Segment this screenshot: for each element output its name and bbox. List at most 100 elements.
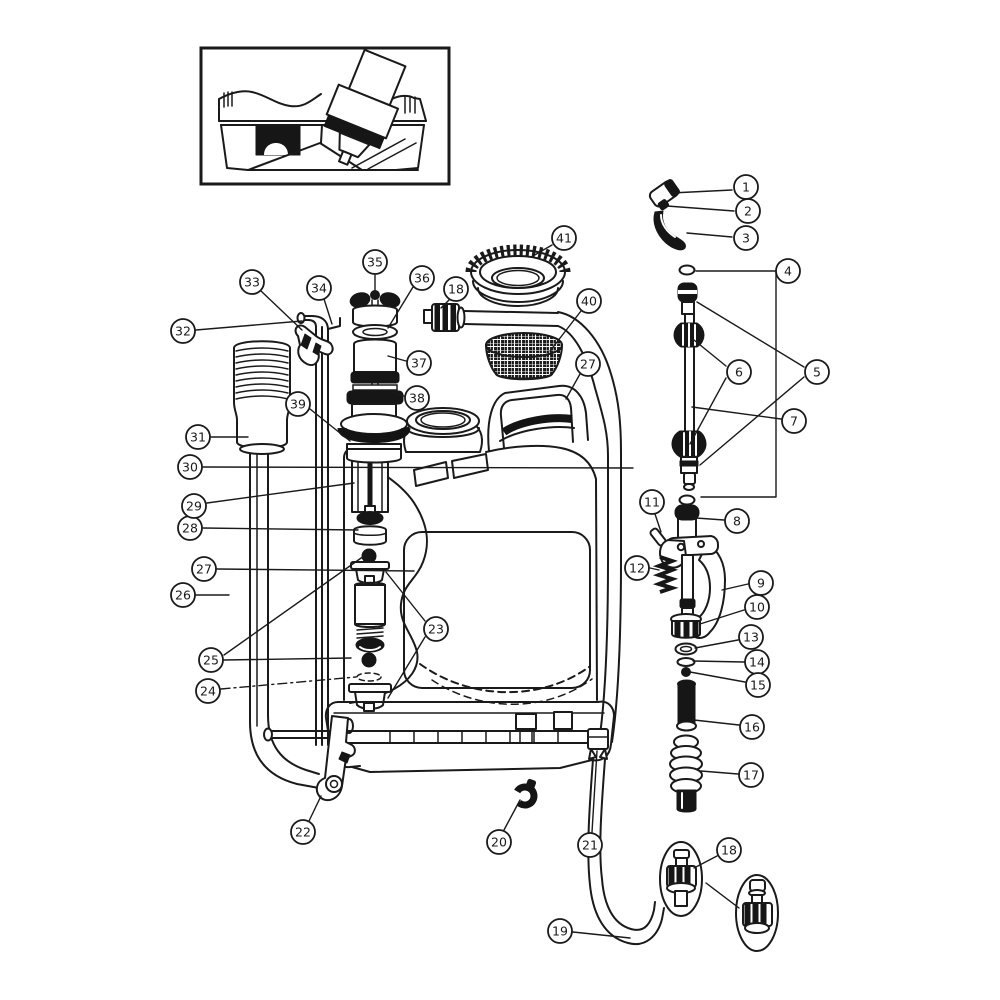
svg-text:35: 35 bbox=[367, 255, 383, 270]
callout-14: 14 bbox=[692, 649, 770, 675]
cylinder-cap bbox=[353, 338, 397, 373]
svg-text:29: 29 bbox=[186, 499, 202, 514]
strap-slots bbox=[413, 453, 489, 487]
valve-o-ring bbox=[674, 642, 698, 656]
piston-disc bbox=[356, 511, 384, 525]
svg-text:18: 18 bbox=[448, 282, 464, 297]
svg-text:38: 38 bbox=[409, 391, 425, 406]
svg-text:5: 5 bbox=[813, 365, 821, 380]
nozzle-parts bbox=[648, 179, 686, 251]
suction-hose bbox=[587, 758, 665, 946]
callout-33: 33 bbox=[239, 269, 303, 331]
valve-spring bbox=[652, 555, 679, 594]
callout-20: 20 bbox=[486, 799, 521, 855]
valve-ball-lower bbox=[361, 652, 377, 668]
pump-head-assembly bbox=[337, 290, 411, 464]
callout-19: 19 bbox=[547, 918, 631, 944]
lever-bracket bbox=[315, 715, 356, 802]
hose-clamp bbox=[587, 728, 609, 760]
valve-washer bbox=[676, 657, 696, 667]
callout-34: 34 bbox=[306, 275, 333, 325]
callout-32: 32 bbox=[170, 318, 303, 344]
svg-text:10: 10 bbox=[749, 600, 765, 615]
callout-9: 9 bbox=[721, 570, 774, 596]
svg-text:33: 33 bbox=[244, 275, 260, 290]
callout-27a: 27 bbox=[191, 556, 415, 582]
callout-30: 30 bbox=[177, 454, 634, 480]
internal-pump-cylinder bbox=[348, 448, 392, 712]
callout-18a: 18 bbox=[440, 276, 469, 309]
svg-text:15: 15 bbox=[750, 678, 766, 693]
svg-text:21: 21 bbox=[582, 838, 598, 853]
hose-fitting-inset-2 bbox=[735, 874, 779, 952]
callout-15: 15 bbox=[689, 671, 771, 698]
svg-text:19: 19 bbox=[552, 924, 568, 939]
svg-text:24: 24 bbox=[200, 684, 216, 699]
filter-tube bbox=[677, 684, 696, 725]
head-washer bbox=[352, 324, 398, 340]
callout-5: 5 bbox=[696, 301, 830, 466]
svg-text:32: 32 bbox=[175, 324, 191, 339]
callout-17: 17 bbox=[700, 762, 764, 788]
svg-text:14: 14 bbox=[749, 655, 765, 670]
valve-coil-spring bbox=[669, 734, 703, 813]
lever-grip bbox=[233, 340, 291, 449]
valve-seat-upper bbox=[350, 561, 390, 584]
retainer-clip bbox=[512, 778, 538, 809]
callout-16: 16 bbox=[693, 714, 765, 740]
svg-text:39: 39 bbox=[290, 397, 306, 412]
callout-6: 6 bbox=[689, 339, 752, 445]
svg-text:40: 40 bbox=[581, 294, 597, 309]
callout-36: 36 bbox=[387, 265, 435, 329]
callout-25: 25 bbox=[198, 555, 365, 673]
callout-31: 31 bbox=[185, 424, 249, 450]
svg-text:20: 20 bbox=[491, 835, 507, 850]
svg-text:30: 30 bbox=[182, 460, 198, 475]
callout-37: 37 bbox=[387, 350, 432, 376]
hose-fitting-inset-1 bbox=[659, 841, 703, 917]
svg-text:8: 8 bbox=[733, 514, 741, 529]
inset-pump-head bbox=[323, 48, 407, 166]
o-ring-bottom bbox=[678, 494, 696, 506]
front-panel bbox=[403, 531, 591, 689]
inset-cross-section bbox=[199, 46, 451, 186]
svg-text:1: 1 bbox=[742, 180, 750, 195]
callout-39: 39 bbox=[285, 391, 351, 442]
svg-text:4: 4 bbox=[784, 264, 792, 279]
svg-text:41: 41 bbox=[556, 231, 572, 246]
tank-body bbox=[343, 384, 598, 705]
callout-41: 41 bbox=[532, 225, 577, 257]
callout-7: 7 bbox=[691, 406, 807, 434]
valve-seat-lower bbox=[348, 683, 392, 712]
callout-1: 1 bbox=[670, 174, 759, 200]
shutoff-valve-assembly bbox=[649, 504, 726, 813]
callout-26: 26 bbox=[170, 582, 230, 608]
svg-text:17: 17 bbox=[743, 768, 759, 783]
callout-24: 24 bbox=[195, 676, 357, 704]
svg-text:27: 27 bbox=[580, 357, 596, 372]
svg-text:34: 34 bbox=[311, 281, 327, 296]
svg-text:7: 7 bbox=[790, 414, 798, 429]
svg-text:23: 23 bbox=[428, 622, 444, 637]
callout-29: 29 bbox=[181, 482, 355, 519]
callout-23: 23 bbox=[385, 571, 449, 699]
svg-text:27: 27 bbox=[196, 562, 212, 577]
svg-text:22: 22 bbox=[295, 825, 311, 840]
lever-clip bbox=[294, 324, 334, 366]
check-ball bbox=[681, 667, 691, 677]
svg-text:13: 13 bbox=[743, 630, 759, 645]
callout-4: 4 bbox=[695, 258, 801, 498]
spray-wand bbox=[671, 264, 707, 506]
lever-rod bbox=[315, 326, 329, 746]
svg-text:12: 12 bbox=[629, 561, 645, 576]
clip-pin bbox=[327, 317, 341, 330]
svg-text:11: 11 bbox=[644, 495, 660, 510]
svg-text:26: 26 bbox=[175, 588, 191, 603]
tank-strainer bbox=[484, 332, 564, 381]
callout-11: 11 bbox=[639, 489, 665, 533]
callout-38: 38 bbox=[390, 385, 430, 411]
svg-text:6: 6 bbox=[735, 365, 743, 380]
callout-8: 8 bbox=[695, 508, 750, 534]
